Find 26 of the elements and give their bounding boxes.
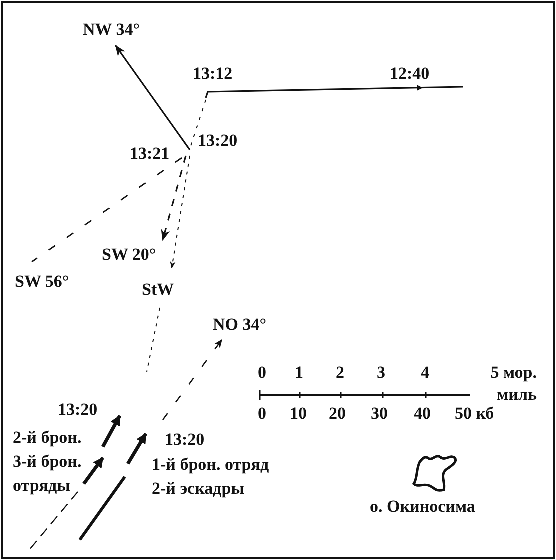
chart-label: 13:20 bbox=[58, 399, 98, 421]
chart-label: SW 20° bbox=[102, 244, 156, 266]
chart-label: 13:20 bbox=[165, 429, 205, 451]
scale-number: 40 bbox=[414, 403, 431, 425]
scale-number: 0 bbox=[258, 403, 266, 425]
chart-label: 13:21 bbox=[130, 143, 170, 165]
chart-label: 13:20 bbox=[198, 130, 238, 152]
scale-number: 1 bbox=[295, 362, 304, 384]
chart-label: SW 56° bbox=[15, 271, 70, 293]
scale-number: 2 bbox=[336, 362, 344, 384]
chart-label: StW bbox=[142, 279, 174, 301]
chart-label: NO 34° bbox=[213, 314, 267, 336]
scale-number: 3 bbox=[377, 362, 386, 384]
scale-number: 4 bbox=[421, 362, 430, 384]
scale-number: 0 bbox=[258, 362, 266, 384]
scale-unit-label: 50 кб bbox=[455, 403, 494, 425]
ship-group-label: 1-й брон. отряд 2-й эскадры bbox=[152, 454, 270, 500]
ship-group-label: 2-й брон. 3-й брон. отряды bbox=[13, 427, 83, 497]
scale-number: 30 bbox=[371, 403, 388, 425]
scale-number: 10 bbox=[290, 403, 307, 425]
scale-number: 20 bbox=[329, 403, 346, 425]
island-label: о. Окиносима bbox=[370, 496, 476, 518]
scale-unit-label: 5 мор. миль bbox=[490, 362, 537, 406]
chart-label: 12:40 bbox=[390, 63, 430, 85]
chart-label: NW 34° bbox=[83, 19, 140, 41]
chart-label: 13:12 bbox=[193, 63, 233, 85]
